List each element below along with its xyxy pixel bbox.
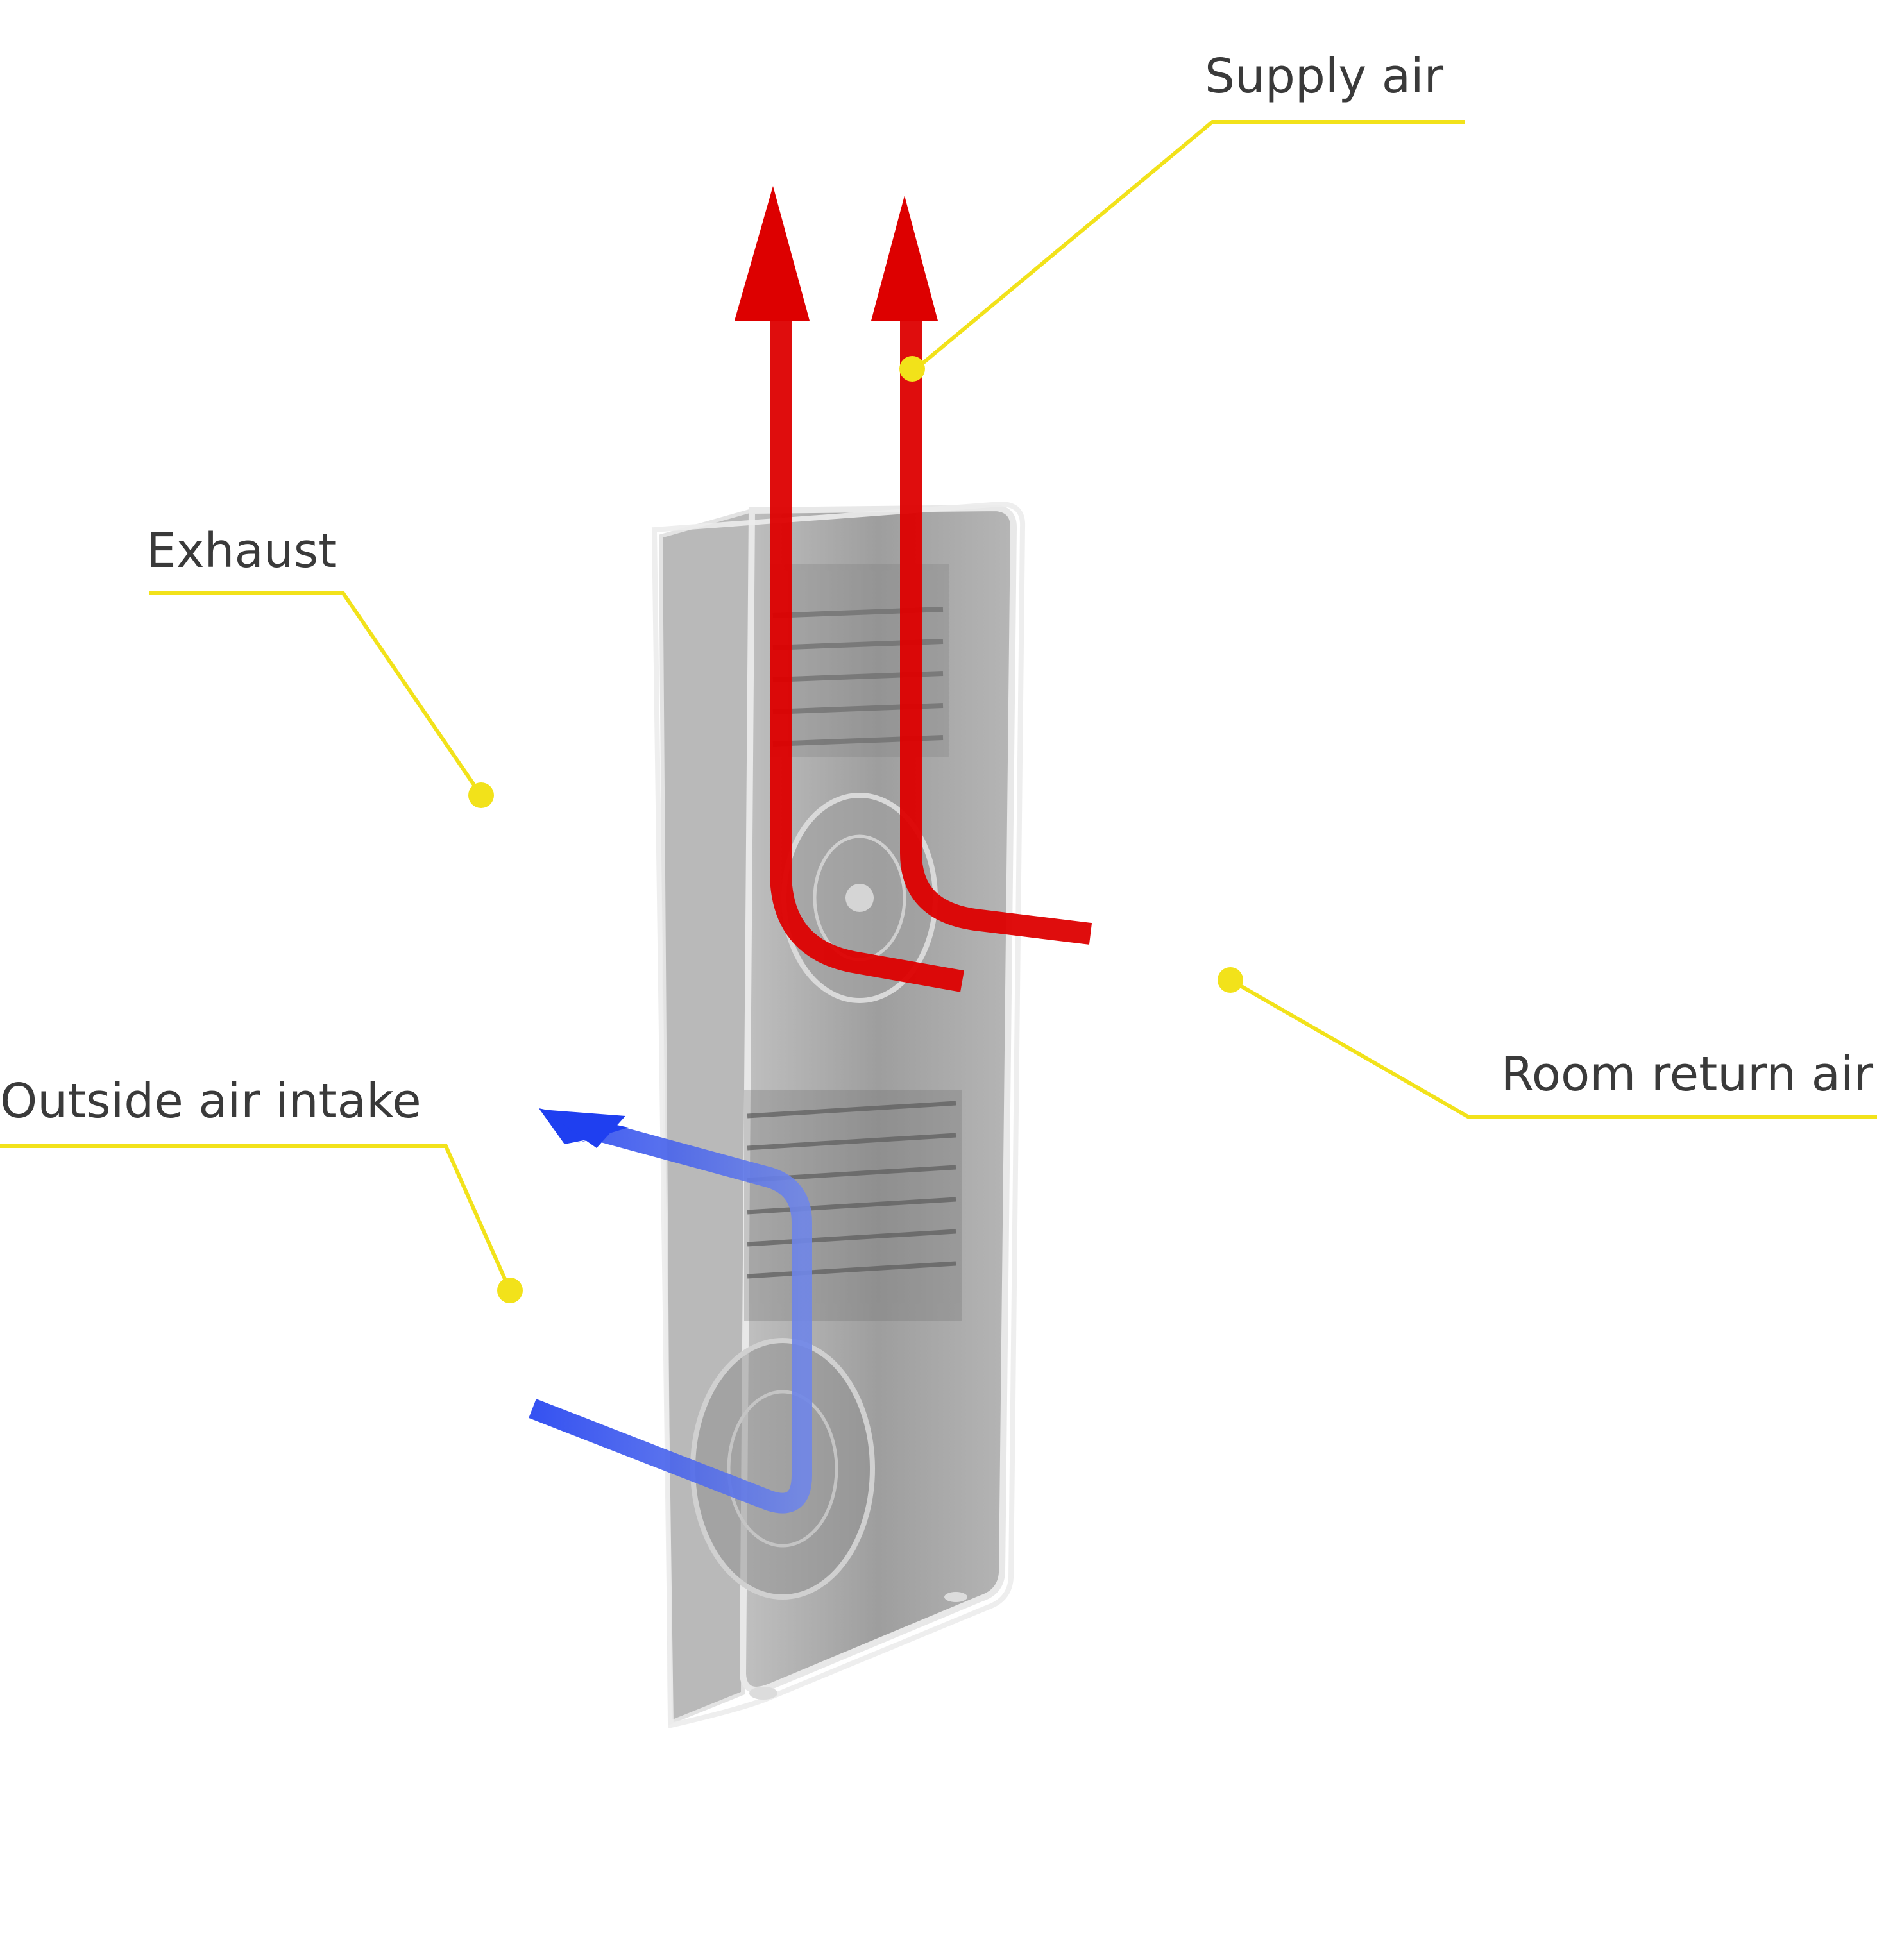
callout-dots: [468, 356, 1243, 1303]
callout-room-return-dot: [1218, 967, 1243, 993]
callout-outside-air-line: [0, 1144, 512, 1292]
callout-supply-air-line: [915, 120, 1465, 371]
unit-outer-rim: [651, 501, 1026, 1729]
callout-exhaust-line: [149, 591, 483, 797]
callout-room-return-line: [1229, 978, 1877, 1119]
supply-air-flow-left: [770, 317, 964, 992]
outside-air-flow: [529, 1108, 812, 1514]
outside-air-intake-label: Outside air intake: [0, 1074, 421, 1129]
supply-air-arrowhead-right: [871, 196, 938, 321]
ventilation-unit: [651, 501, 1026, 1729]
room-return-air-label: Room return air: [1500, 1047, 1873, 1102]
callout-outside-air-dot: [497, 1278, 523, 1303]
supply-air-label: Supply air: [1205, 49, 1444, 104]
exhaust-label: Exhaust: [146, 523, 337, 579]
outside-air-flow-path: [529, 1119, 812, 1514]
lower-fan: [690, 1338, 875, 1600]
supply-air-flow: [735, 186, 1092, 992]
callout-supply-air-dot: [899, 356, 925, 382]
unit-foot: [749, 1687, 777, 1700]
supply-air-arrowhead-left: [735, 186, 810, 321]
upper-coil: [770, 564, 949, 757]
heat-exchanger: [744, 1090, 962, 1321]
callout-exhaust-dot: [468, 782, 494, 808]
outside-air-arrowhead-tip: [542, 1110, 625, 1148]
supply-air-flow-right: [900, 321, 1092, 945]
unit-foot: [944, 1592, 967, 1602]
callouts: [0, 120, 1877, 1292]
